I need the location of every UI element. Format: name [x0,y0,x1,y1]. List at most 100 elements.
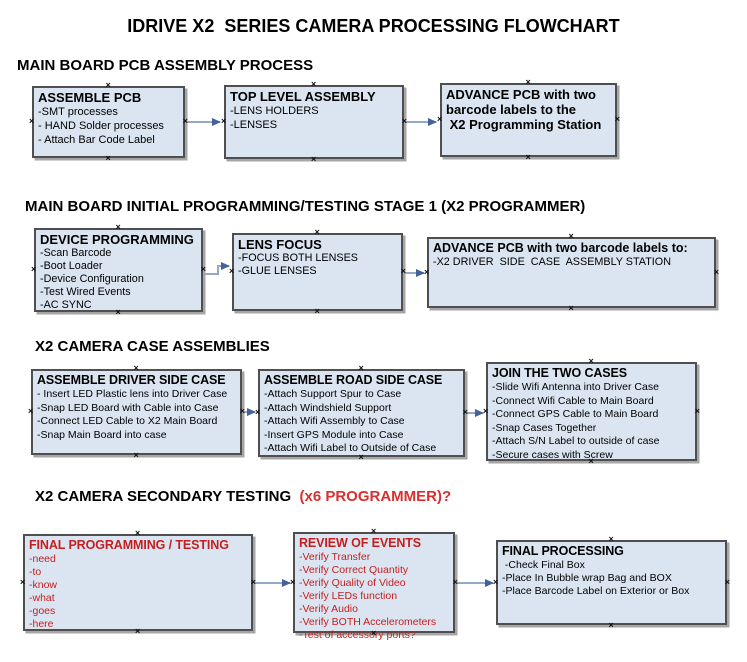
connection-handle-icon [29,117,34,126]
box-item: -to [29,566,42,578]
section-heading-case-assemblies: X2 CAMERA CASE ASSEMBLIES [35,338,270,355]
box-item: -here [29,618,54,630]
connection-handle-icon [493,578,498,587]
heading-red-part: (x6 PROGRAMMER)? [295,488,452,505]
box-item: -Attach Windshield Support [264,401,392,414]
box-assemble-driver-side-case: ASSEMBLE DRIVER SIDE CASE - Insert LED P… [31,369,242,455]
connection-handle-icon [255,408,260,417]
connection-handle-icon [569,304,574,313]
connection-handle-icon [311,80,316,89]
connection-handle-icon [229,267,234,276]
box-join-the-two-cases: JOIN THE TWO CASES -Slide Wifi Antenna i… [486,362,697,461]
connection-handle-icon [221,117,226,126]
connection-handle-icon [526,153,531,162]
box-title: FINAL PROGRAMMING / TESTING [29,538,229,552]
box-title: DEVICE PROGRAMMING [40,232,194,247]
box-item: -Place In Bubble wrap Bag and BOX [502,572,672,584]
connection-handle-icon [183,117,188,126]
box-title: ASSEMBLE ROAD SIDE CASE [264,373,443,387]
connection-handle-icon [106,81,111,90]
box-lens-focus: LENS FOCUS -FOCUS BOTH LENSES -GLUE LENS… [232,233,403,311]
section-heading-pcb-assembly: MAIN BOARD PCB ASSEMBLY PROCESS [17,57,314,74]
box-item: -Verify Correct Quantity [299,564,409,576]
connection-handle-icon [240,407,245,416]
connection-handle-icon [615,115,620,124]
box-item: -need [29,553,56,565]
box-assemble-road-side-case: ASSEMBLE ROAD SIDE CASE -Attach Support … [258,369,465,457]
box-item: -LENS HOLDERS [230,105,319,117]
connection-handle-icon [251,578,256,587]
box-item: -Snap Main Board into case [37,428,167,441]
box-item: -Attach Wifi Assembly to Case [264,415,405,427]
box-device-programming: DEVICE PROGRAMMING -Scan Barcode -Boot L… [34,228,203,312]
connection-handle-icon [714,268,719,277]
box-item: -LENSES [230,119,278,131]
box-item: -know [29,579,58,591]
box-item: -Verify LEDs function [299,590,398,602]
box-title: REVIEW OF EVENTS [299,536,422,550]
box-advance-pcb-programming-station: ADVANCE PCB with two barcode labels to t… [440,83,617,157]
box-item: - HAND Solder processes [38,120,164,132]
connection-handle-icon [371,527,376,536]
connection-handle-icon [31,265,36,274]
connection-handle-icon [609,535,614,544]
connection-handle-icon [437,115,442,124]
box-item: -what [29,592,55,604]
box-title: FINAL PROCESSING [502,544,624,558]
page-title: IDRIVE X2 SERIES CAMERA PROCESSING FLOWC… [127,16,620,36]
connection-handle-icon [134,364,139,373]
box-item: -Boot Loader [40,260,103,272]
box-item: -Slide Wifi Antenna into Driver Case [492,381,659,393]
box-item: -X2 DRIVER SIDE CASE ASSEMBLY STATION [433,256,671,268]
box-item: -Connect LED Cable to X2 Main Board [37,415,218,427]
connection-handle-icon [315,307,320,316]
box-item: -SMT processes [38,106,118,118]
box-item: -AC SYNC [40,299,92,311]
box-final-processing: FINAL PROCESSING -Check Final Box -Place… [496,540,727,625]
connection-handle-icon [315,228,320,237]
box-item: -Attach Wifi Label to Outside of Case [264,442,437,454]
box-title: JOIN THE TWO CASES [492,366,628,380]
connection-handle-icon [359,453,364,462]
box-item: -Verify Transfer [299,551,371,563]
connection-handle-icon [135,529,140,538]
heading-black-part: X2 CAMERA SECONDARY TESTING [35,488,296,505]
connection-handle-icon [526,78,531,87]
connection-handle-icon [20,578,25,587]
box-item: -Snap Cases Together [492,421,597,434]
box-title: TOP LEVEL ASSEMBLY [230,89,376,104]
connection-handle-icon [483,407,488,416]
section-heading-secondary-testing: X2 CAMERA SECONDARY TESTING (x6 PROGRAMM… [35,488,451,505]
box-advance-pcb-driver-side-station: ADVANCE PCB with two barcode labels to: … [427,237,716,308]
box-item: -Verify Audio [299,603,358,615]
box-item: -Snap LED Board with Cable into Case [37,401,219,414]
connection-handle-icon [453,578,458,587]
connection-handle-icon [402,117,407,126]
connection-handle-icon [695,407,700,416]
box-item: - Attach Bar Code Label [38,134,155,146]
box-item: -Check Final Box [502,559,585,571]
box-item: -Connect GPS Cable to Main Board [492,408,659,420]
box-item: -goes [29,605,56,617]
connection-handle-icon [28,407,33,416]
box-review-of-events: REVIEW OF EVENTS -Verify Transfer -Verif… [290,532,458,641]
connection-handle-icon [106,154,111,163]
box-assemble-pcb: ASSEMBLE PCB -SMT processes - HAND Solde… [32,86,185,158]
box-item: -Verify BOTH Accelerometers [299,616,437,628]
box-item: -Insert GPS Module into Case [264,428,404,441]
box-title: LENS FOCUS [238,237,322,252]
connection-handle-icon [401,267,406,276]
box-item: -Test Wired Events [40,286,131,298]
connection-handle-icon [116,308,121,317]
box-final-programming-testing: FINAL PROGRAMMING / TESTING -need -to -k… [23,534,253,631]
box-top-level-assembly: TOP LEVEL ASSEMBLY -LENS HOLDERS -LENSES [224,85,404,159]
box-item: -Attach Support Spur to Case [264,388,402,400]
connection-handle-icon [359,364,364,373]
connection-handle-icon [134,451,139,460]
connection-handle-icon [609,621,614,630]
box-title: ASSEMBLE PCB [38,90,142,105]
box-title: ASSEMBLE DRIVER SIDE CASE [37,373,226,387]
connection-handle-icon [201,265,206,274]
connection-handle-icon [290,578,295,587]
